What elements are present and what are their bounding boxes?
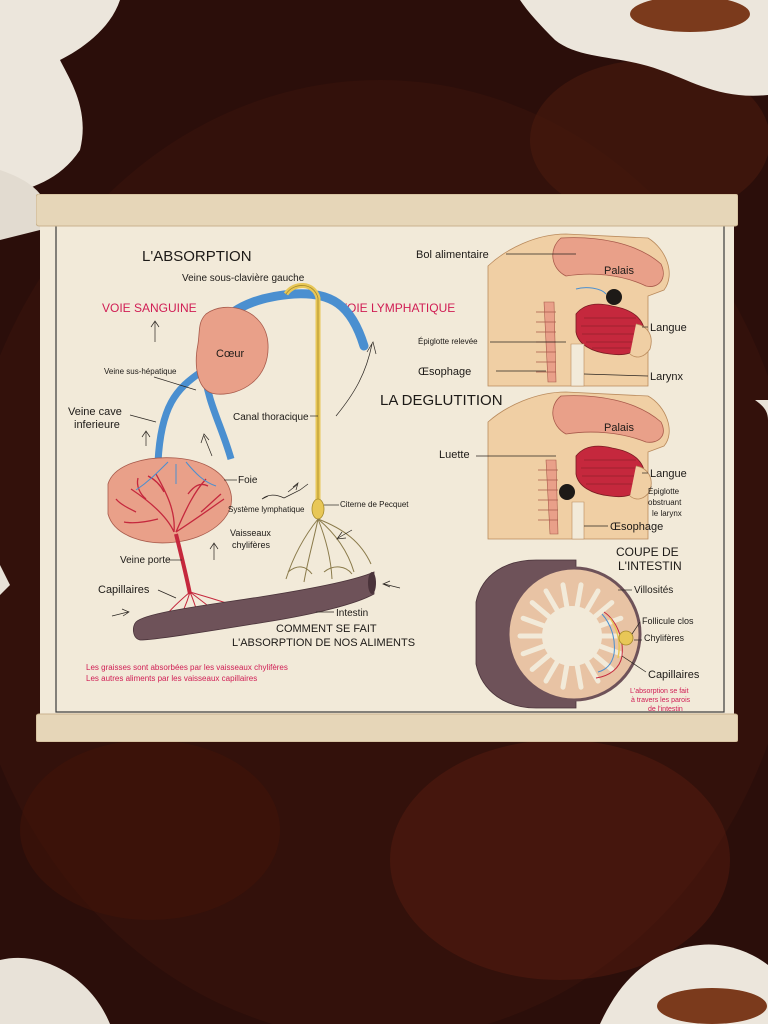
arrow-chyliferes bbox=[336, 529, 353, 540]
epiglotte-obstruant-3: le larynx bbox=[652, 509, 682, 518]
arrow-foie-bottom bbox=[209, 542, 219, 560]
foie-label: Foie bbox=[238, 475, 258, 486]
palais-top-label: Palais bbox=[604, 265, 634, 277]
vaisseaux-label-2: chylifères bbox=[232, 540, 271, 550]
deglutition-title: LA DEGLUTITION bbox=[380, 392, 503, 409]
veine-sus-hepatique-label: Veine sus-hépatique bbox=[104, 367, 177, 376]
villosites-label: Villosités bbox=[634, 585, 673, 596]
vaisseaux-chyliferes bbox=[285, 518, 372, 583]
absorption-title: L'ABSORPTION bbox=[142, 248, 252, 265]
leader-follicule bbox=[631, 621, 641, 635]
epiglotte-relevee-label: Épiglotte relevée bbox=[418, 337, 478, 346]
leader-larynx bbox=[583, 373, 649, 377]
comment-title-1: COMMENT SE FAIT bbox=[276, 623, 377, 635]
foie bbox=[107, 457, 232, 544]
intestin-label: Intestin bbox=[336, 608, 368, 619]
villus bbox=[543, 588, 560, 613]
top-wooden-rail bbox=[36, 194, 738, 227]
coupe-title-1: COUPE DE bbox=[616, 545, 679, 559]
coupe-title-2: L'INTESTIN bbox=[618, 559, 682, 573]
note-line-1: Les graisses sont absorbées par les vais… bbox=[86, 663, 288, 672]
palais-bottom-label: Palais bbox=[604, 422, 634, 434]
bol-alimentaire-label: Bol alimentaire bbox=[416, 249, 489, 261]
leader-capillaires-intestin bbox=[621, 655, 647, 673]
veine-sous-claviere-label: Veine sous-clavière gauche bbox=[182, 273, 305, 284]
capillaires-intestin-label: Capillaires bbox=[648, 669, 700, 681]
langue-bottom-label: Langue bbox=[650, 468, 687, 480]
canal-thoracique-label: Canal thoracique bbox=[233, 412, 309, 423]
arrow-sus-hepatique bbox=[200, 433, 213, 457]
foie-blue-vessels bbox=[135, 461, 217, 491]
note-line-2: Les autres aliments par les vaisseaux ca… bbox=[86, 674, 257, 683]
villus bbox=[520, 643, 547, 657]
epiglotte-obstruant-2: obstruant bbox=[648, 498, 682, 507]
coeur-label: Cœur bbox=[216, 348, 244, 360]
coeur bbox=[195, 306, 269, 395]
intestin bbox=[132, 571, 375, 641]
voie-lymphatique-label: VOIE LYMPHATIQUE bbox=[339, 301, 455, 315]
villus bbox=[584, 588, 601, 613]
head-section-bottom bbox=[487, 391, 670, 540]
oesophage-bottom-label: Œsophage bbox=[610, 521, 663, 533]
follicule-clos bbox=[618, 630, 634, 646]
capillaires-label: Capillaires bbox=[98, 584, 150, 596]
langue-top-label: Langue bbox=[650, 322, 687, 334]
lymph-branch bbox=[261, 483, 309, 500]
arrow-intestin-left bbox=[111, 608, 130, 617]
villus bbox=[574, 663, 584, 690]
head-section-top bbox=[487, 233, 670, 387]
epiglotte-obstruant-1: Épiglotte bbox=[648, 487, 680, 496]
bottom-wooden-rail bbox=[36, 713, 738, 742]
villus bbox=[597, 615, 624, 629]
chyliferes-label: Chylifères bbox=[644, 633, 685, 643]
arrow-cave bbox=[141, 430, 151, 446]
arrow-up-lymphatique bbox=[335, 341, 377, 417]
anatomy-poster: L'ABSORPTION Veine sous-clavière gauche … bbox=[36, 194, 738, 742]
comment-title-2: L'ABSORPTION DE NOS ALIMENTS bbox=[232, 637, 415, 649]
villus bbox=[520, 615, 547, 629]
canal-thoracique-edge bbox=[285, 285, 319, 506]
systeme-lymphatique-label: Système lymphatique bbox=[228, 505, 305, 514]
leader-sus-hepatique bbox=[153, 376, 197, 391]
leader-veine-cave bbox=[129, 414, 157, 423]
citerne-de-pecquet bbox=[311, 498, 325, 520]
villus bbox=[543, 659, 560, 684]
absorption-note-2: à travers les parois bbox=[631, 697, 691, 704]
veine-cave-label-2: inferieure bbox=[74, 419, 120, 431]
citerne-label: Citerne de Pecquet bbox=[340, 500, 409, 509]
arrow-intestin-right bbox=[382, 580, 401, 589]
veine-cave-inferieure bbox=[154, 369, 203, 463]
luette-label: Luette bbox=[439, 449, 470, 461]
foie-vessels bbox=[115, 473, 225, 533]
villus bbox=[529, 600, 552, 620]
vaisseaux-label-1: Vaisseaux bbox=[230, 528, 271, 538]
villosites bbox=[517, 582, 627, 690]
veine-porte bbox=[174, 533, 192, 595]
larynx-label: Larynx bbox=[650, 371, 684, 383]
villus bbox=[592, 600, 615, 620]
villus bbox=[592, 652, 615, 672]
veine-porte-label: Veine porte bbox=[120, 555, 171, 566]
villus bbox=[560, 663, 570, 690]
villus bbox=[560, 582, 570, 609]
leader-capillaires bbox=[157, 589, 177, 599]
follicule-clos-label: Follicule clos bbox=[642, 616, 694, 626]
oesophage-top-label: Œsophage bbox=[418, 366, 471, 378]
villus bbox=[574, 582, 584, 609]
veine-cave-label-1: Veine cave bbox=[68, 406, 122, 418]
villus bbox=[597, 643, 624, 657]
arrow-up-sanguine bbox=[150, 320, 160, 342]
intestin-end bbox=[368, 572, 376, 594]
arrow-lymph bbox=[287, 482, 299, 493]
absorption-note-3: de l'intestin bbox=[648, 706, 683, 713]
voie-sanguine-label: VOIE SANGUINE bbox=[102, 301, 197, 315]
villus bbox=[529, 652, 552, 672]
absorption-note-1: L'absorption se fait bbox=[630, 688, 689, 695]
